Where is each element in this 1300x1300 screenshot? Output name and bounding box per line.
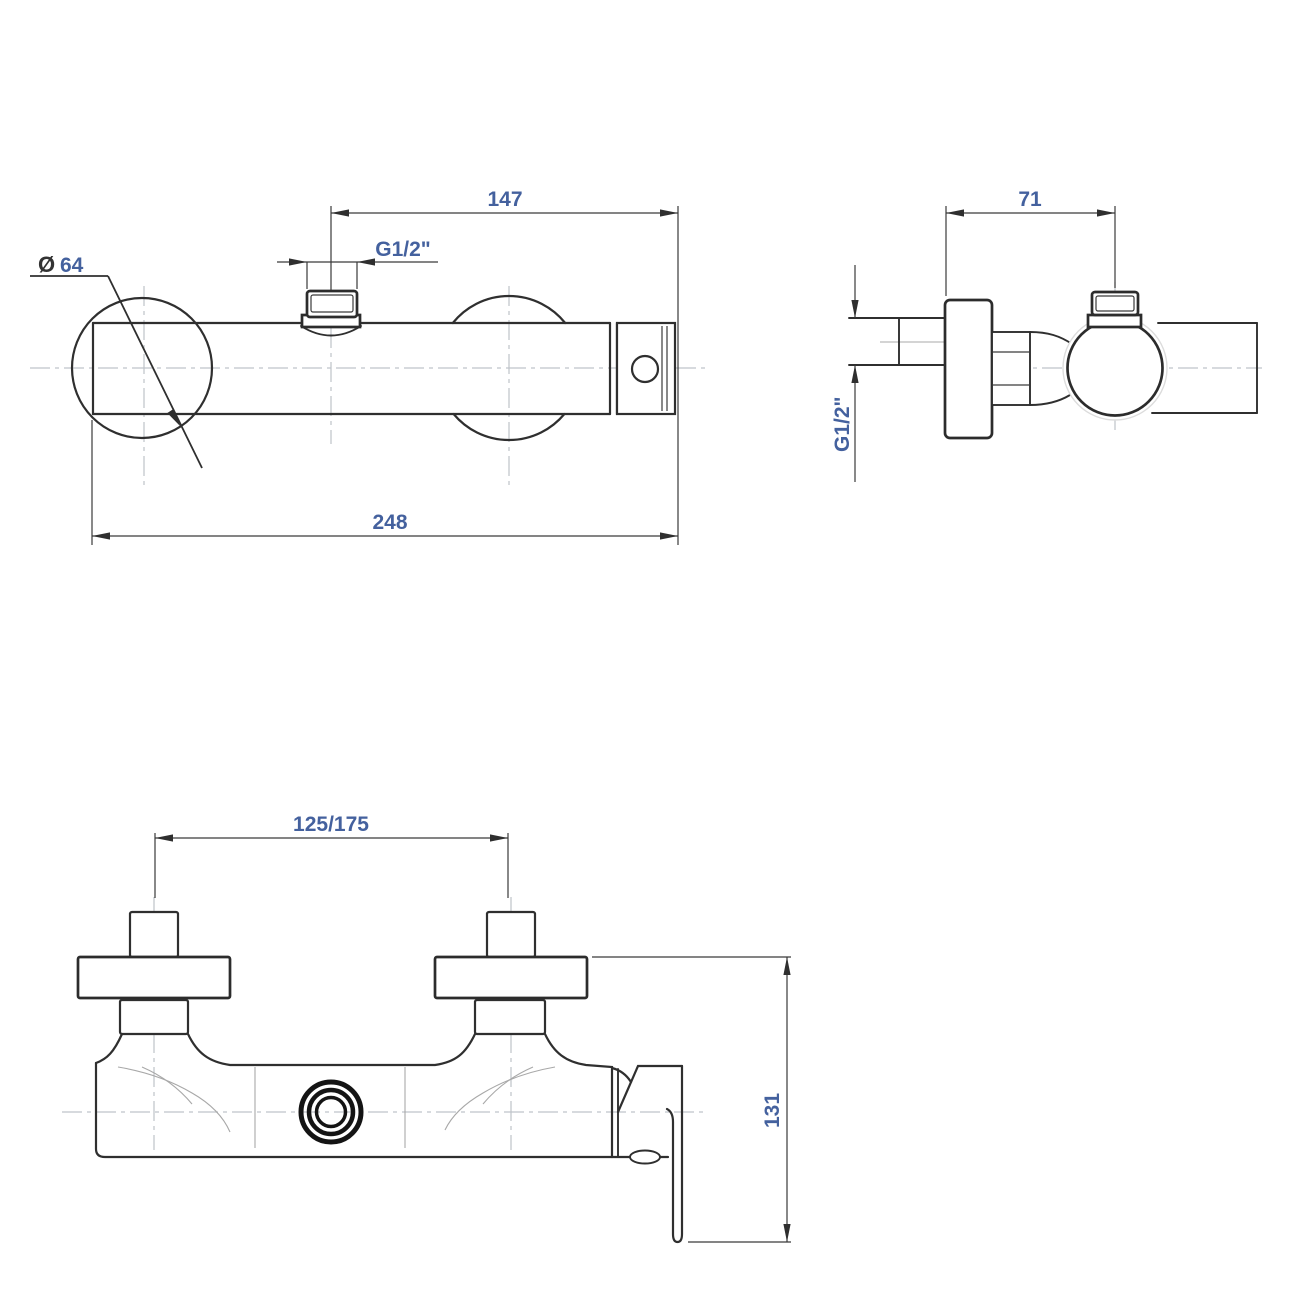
diameter-value-label: 64 <box>60 254 84 277</box>
left-inlet-ghost-arc-1 <box>117 1066 231 1133</box>
eccentric-connector <box>991 331 1031 406</box>
cap-outline <box>616 1064 684 1114</box>
dimension-71: 71 <box>945 188 1116 296</box>
dim-147-label: 147 <box>487 188 522 211</box>
front-view: Ø 64 147 G1/2" 248 <box>30 188 705 545</box>
dim-71-label: 71 <box>1018 188 1042 211</box>
side-wall-flange <box>943 298 994 440</box>
valve-body-circle <box>1066 319 1164 417</box>
dim-g12-side-label: G1/2" <box>831 397 854 452</box>
body-fairing-top <box>1029 331 1073 345</box>
right-inlet-union-nut <box>473 998 547 1036</box>
side-view: 71 G1/2" <box>831 188 1262 482</box>
left-inlet-union-nut <box>118 998 190 1036</box>
dimension-248: 248 <box>91 420 678 545</box>
dim-248-label: 248 <box>372 511 407 534</box>
left-inlet-flange <box>76 955 232 1000</box>
side-port-base <box>1086 313 1143 329</box>
cap-fillet-arc <box>610 1066 633 1084</box>
top-port-nut <box>305 289 359 319</box>
right-inlet-ghost-arc-2 <box>482 1066 534 1105</box>
body-top-edge-between-inlets <box>186 1032 477 1067</box>
body-left-and-bottom-edge <box>94 1061 670 1159</box>
diameter-arrowhead <box>167 408 181 427</box>
right-wall-flange-bottom-arc <box>452 412 566 442</box>
side-port-nut <box>1090 290 1140 317</box>
left-wall-flange-circle <box>70 296 214 440</box>
diameter-leader-line <box>107 275 203 469</box>
body-fairing-bottom <box>1029 394 1071 406</box>
dim-125-175-label: 125/175 <box>293 813 369 836</box>
end-cap-hole <box>630 354 660 384</box>
body-left-shoulder <box>94 1032 124 1065</box>
left-inlet-nut <box>128 910 180 959</box>
dimension-g12-side: G1/2" <box>831 265 859 482</box>
dimension-g12-front: G1/2" <box>277 238 438 289</box>
end-cap <box>615 321 677 416</box>
dimension-131: 131 <box>592 956 791 1243</box>
top-port-boss-arc <box>300 325 362 337</box>
right-inlet-ghost-arc-1 <box>444 1066 556 1131</box>
dimension-125-175: 125/175 <box>154 813 509 898</box>
right-inlet-nut <box>485 910 537 959</box>
set-screw-detail <box>629 1149 661 1165</box>
left-inlet-ghost-arc-2 <box>141 1066 193 1105</box>
dimension-147: 147 <box>330 188 679 545</box>
dim-131-label: 131 <box>761 1093 784 1128</box>
side-port-nut-inner <box>1095 295 1135 312</box>
top-port-nut-inner <box>310 294 354 313</box>
body-right-shoulder-and-edge <box>543 1032 614 1159</box>
bottom-view: 125/175 131 <box>62 813 791 1244</box>
diameter-symbol-label: Ø <box>38 252 55 277</box>
right-wall-flange-top-arc <box>451 294 567 325</box>
right-inlet-flange <box>433 955 589 1000</box>
dim-g12-front-label: G1/2" <box>375 238 430 261</box>
lever-handle <box>665 1064 684 1244</box>
outlet-thread-rings <box>298 1079 364 1145</box>
